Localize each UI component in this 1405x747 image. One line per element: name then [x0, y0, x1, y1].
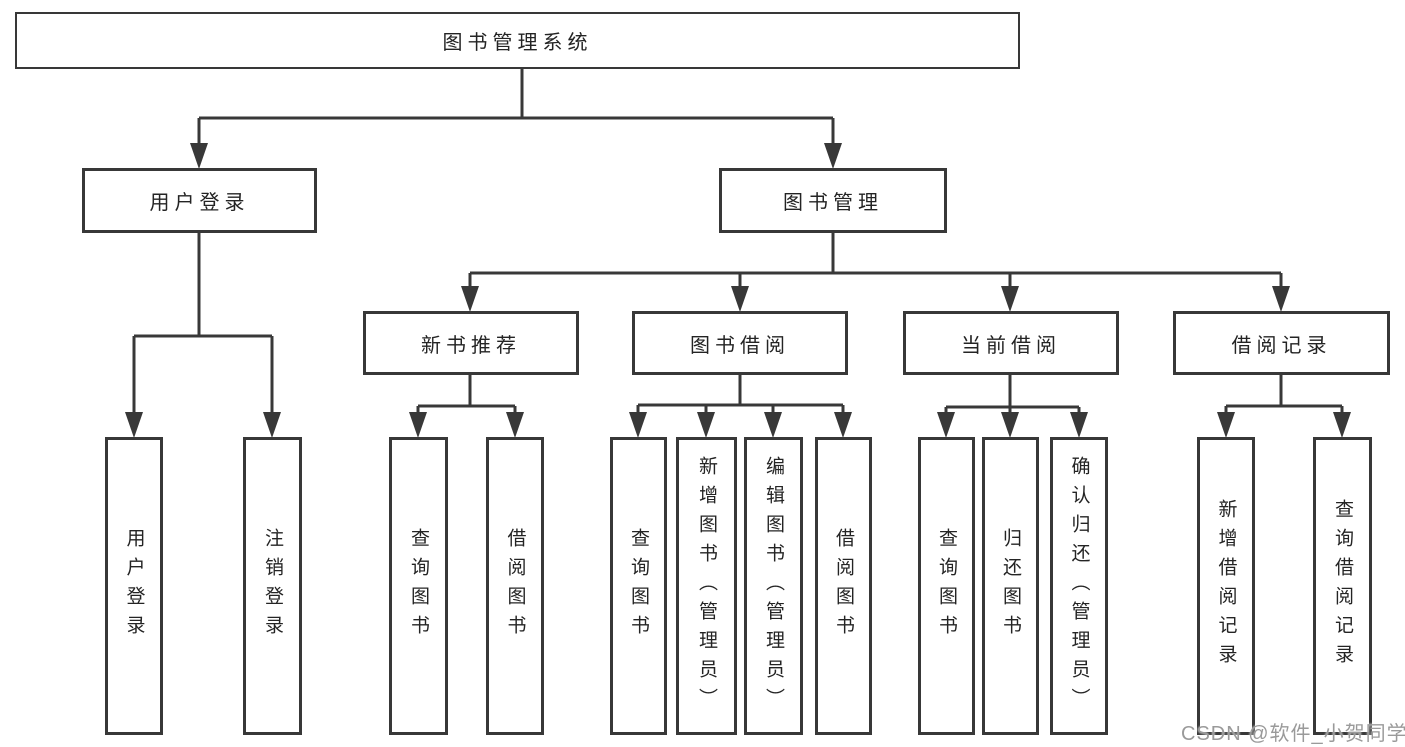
arrowhead	[1217, 412, 1235, 438]
node-user-login: 用户登录	[82, 168, 317, 233]
connector-book-borrow-leaves	[629, 375, 852, 438]
leaf-query-book-current: 查询图书	[918, 437, 975, 735]
leaf-query-borrow-record-label: 查询借阅记录	[1332, 499, 1353, 673]
connector-user-login-leaves	[125, 232, 281, 438]
node-borrow-records: 借阅记录	[1173, 311, 1390, 375]
arrowhead	[834, 412, 852, 438]
leaf-borrow-book-label: 借阅图书	[833, 528, 854, 644]
node-book-borrow-label: 图书借阅	[690, 334, 790, 357]
leaf-edit-book-admin-label: 编辑图书（管理员）	[763, 455, 784, 717]
leaf-confirm-return-admin: 确认归还（管理员）	[1050, 437, 1108, 735]
leaf-return-book: 归还图书	[982, 437, 1039, 735]
connector-book-mgmt-to-level3	[461, 232, 1290, 312]
arrowhead	[697, 412, 715, 438]
arrowhead	[125, 412, 143, 438]
leaf-logout-label: 注销登录	[262, 528, 283, 644]
leaf-add-borrow-record-label: 新增借阅记录	[1215, 499, 1237, 673]
node-root-label: 图书管理系统	[442, 32, 593, 54]
arrowhead	[1001, 412, 1019, 438]
arrowhead	[764, 412, 782, 438]
node-new-book-recommend: 新书推荐	[363, 311, 579, 375]
leaf-user-login-label: 用户登录	[123, 528, 145, 644]
leaf-edit-book-admin: 编辑图书（管理员）	[744, 437, 803, 735]
arrowhead	[1070, 412, 1088, 438]
leaf-return-book-label: 归还图书	[1000, 528, 1021, 644]
leaf-add-book-admin-label: 新增图书（管理员）	[696, 455, 717, 717]
arrowhead	[824, 143, 842, 169]
leaf-logout: 注销登录	[243, 437, 302, 735]
node-book-management-label: 图书管理	[783, 192, 883, 214]
node-book-borrow: 图书借阅	[632, 311, 848, 375]
leaf-user-login: 用户登录	[105, 437, 163, 735]
arrowhead	[731, 286, 749, 312]
node-root: 图书管理系统	[15, 12, 1020, 69]
arrowhead	[629, 412, 647, 438]
node-borrow-records-label: 借阅记录	[1231, 334, 1332, 357]
node-book-management: 图书管理	[719, 168, 947, 233]
leaf-borrow-book: 借阅图书	[815, 437, 872, 735]
node-current-borrow: 当前借阅	[903, 311, 1119, 375]
leaf-borrow-book-recommend: 借阅图书	[486, 437, 544, 735]
arrowhead	[409, 412, 427, 438]
leaf-add-borrow-record: 新增借阅记录	[1197, 437, 1255, 735]
arrowhead	[937, 412, 955, 438]
leaf-add-book-admin: 新增图书（管理员）	[676, 437, 737, 735]
arrowhead	[263, 412, 281, 438]
arrowhead	[461, 286, 479, 312]
leaf-query-book-recommend: 查询图书	[389, 437, 448, 735]
arrowhead	[1272, 286, 1290, 312]
leaf-query-book-borrow-label: 查询图书	[628, 528, 649, 644]
node-user-login-label: 用户登录	[149, 192, 250, 214]
connector-borrow-records-leaves	[1217, 375, 1351, 438]
leaf-borrow-book-recommend-label: 借阅图书	[504, 528, 526, 644]
connector-root-to-level2	[190, 68, 842, 169]
arrowhead	[190, 143, 208, 169]
leaf-query-book-borrow: 查询图书	[610, 437, 667, 735]
connector-new-book-leaves	[409, 375, 524, 438]
csdn-watermark: CSDN @软件_小贺同学	[1181, 723, 1405, 745]
arrowhead	[1001, 286, 1019, 312]
connector-current-borrow-leaves	[937, 375, 1088, 438]
arrowhead	[506, 412, 524, 438]
node-new-book-recommend-label: 新书推荐	[421, 334, 521, 357]
node-current-borrow-label: 当前借阅	[961, 334, 1061, 357]
leaf-query-book-recommend-label: 查询图书	[408, 528, 429, 644]
leaf-query-borrow-record: 查询借阅记录	[1313, 437, 1372, 735]
arrowhead	[1333, 412, 1351, 438]
leaf-query-book-current-label: 查询图书	[936, 528, 957, 644]
leaf-confirm-return-admin-label: 确认归还（管理员）	[1068, 455, 1090, 717]
